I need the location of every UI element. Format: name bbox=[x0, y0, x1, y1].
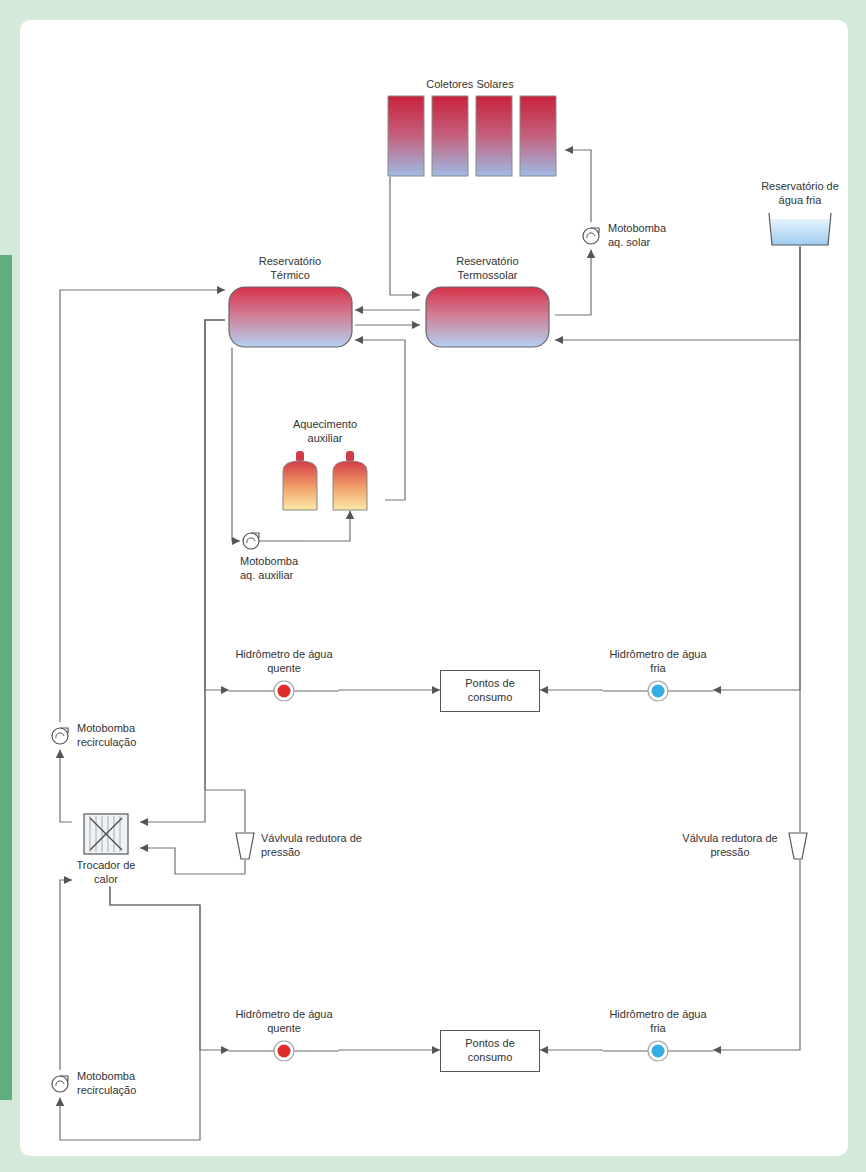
valve-symbol bbox=[235, 832, 255, 860]
pipe-connector bbox=[555, 250, 591, 316]
pipe-connector bbox=[540, 689, 603, 690]
hf-symbol bbox=[603, 679, 713, 703]
pump-symbol: Motobomba aq. solar bbox=[580, 222, 680, 250]
pipe-connector bbox=[304, 511, 350, 542]
pipe-connector bbox=[60, 880, 72, 1070]
node-label: Reservatório Termossolar bbox=[448, 255, 528, 283]
valve-symbol: Vávlvula redutora de pressão bbox=[235, 832, 375, 860]
node-label: Aquecimento auxiliar bbox=[280, 418, 370, 446]
node-label: Hidrômetro de água fria bbox=[603, 1008, 713, 1036]
pipe-connector bbox=[799, 247, 800, 833]
pipe-connector bbox=[110, 887, 229, 1051]
auxiliary-heater: Aquecimento auxiliar bbox=[265, 418, 385, 511]
pipe-connector bbox=[390, 177, 420, 295]
pipe-connector bbox=[140, 320, 225, 822]
pipe-connector bbox=[540, 1049, 603, 1050]
node-label: Válvula redutora de pressão bbox=[680, 832, 780, 860]
valve-symbol: Válvula redutora de pressão bbox=[680, 832, 810, 860]
pipe-connector bbox=[565, 150, 591, 222]
pipe-connector bbox=[339, 1049, 440, 1050]
thermal-tank: Reservatório Térmico bbox=[225, 255, 355, 348]
node-label: Vávlvula redutora de pressão bbox=[261, 832, 371, 860]
tank-symbol bbox=[425, 286, 550, 348]
node-label: Pontos de consumo bbox=[450, 1037, 530, 1065]
node-label: Motobomba recirculação bbox=[77, 1070, 154, 1098]
hq-symbol bbox=[229, 679, 339, 703]
pipe-connector bbox=[355, 324, 420, 325]
solar-tank: Reservatório Termossolar bbox=[420, 255, 555, 348]
solar-collectors: Coletores Solares bbox=[375, 78, 565, 177]
pipe-connector bbox=[205, 320, 229, 690]
cold-water-meter: Hidrômetro de água fria bbox=[603, 648, 713, 703]
pump-symbol bbox=[49, 1073, 71, 1095]
node-label: Hidrômetro de água fria bbox=[603, 648, 713, 676]
pipe-connector bbox=[355, 309, 420, 310]
node-label: Reservatório de água fria bbox=[753, 180, 848, 208]
hot-water-meter: Hidrômetro de água quente bbox=[229, 1008, 339, 1063]
pipe-connector bbox=[60, 290, 225, 722]
coll-symbol bbox=[380, 95, 560, 177]
node-label: Reservatório Térmico bbox=[250, 255, 330, 283]
pump-symbol: Motobomba recirculação bbox=[49, 1070, 154, 1098]
node-label: Hidrômetro de água quente bbox=[229, 1008, 339, 1036]
hq-symbol bbox=[229, 1039, 339, 1063]
node-label: Pontos de consumo bbox=[450, 677, 530, 705]
cold-water-tank: Reservatório de água fria bbox=[745, 180, 855, 247]
heat-exchanger: Trocador de calor bbox=[72, 812, 140, 887]
node-label: Hidrômetro de água quente bbox=[229, 648, 339, 676]
node-label: Trocador de calor bbox=[74, 859, 138, 887]
hot-water-meter: Hidrômetro de água quente bbox=[229, 648, 339, 703]
tank-symbol bbox=[228, 286, 353, 348]
process-box: Pontos de consumo bbox=[440, 670, 540, 712]
pump-symbol bbox=[580, 225, 602, 247]
node-label: Motobomba aq. solar bbox=[608, 222, 680, 250]
pumpw-symbol bbox=[240, 530, 304, 552]
node-label: Motobomba recirculação bbox=[77, 722, 154, 750]
pipe-connector bbox=[232, 348, 240, 542]
pipe-connector bbox=[555, 247, 800, 341]
pipe-connector bbox=[713, 247, 800, 691]
cold-water-meter: Hidrômetro de água fria bbox=[603, 1008, 713, 1063]
panel bbox=[20, 20, 848, 1156]
node-label: Coletores Solares bbox=[385, 78, 555, 92]
side-strip bbox=[0, 255, 12, 1100]
valve-symbol bbox=[788, 832, 808, 860]
process-box: Pontos de consumo bbox=[440, 1030, 540, 1072]
pipe-connector bbox=[713, 860, 800, 1050]
pump-symbol bbox=[49, 725, 71, 747]
heat-symbol bbox=[270, 449, 380, 511]
pipe-connector bbox=[205, 320, 245, 832]
pipe-connector bbox=[60, 750, 72, 823]
pipe-connector bbox=[60, 887, 200, 1141]
pipe-connector bbox=[140, 848, 245, 874]
hf-symbol bbox=[603, 1039, 713, 1063]
pipe-connector bbox=[339, 689, 440, 690]
hx-symbol bbox=[82, 812, 130, 856]
pump-symbol: Motobomba aq. auxiliar bbox=[240, 530, 304, 583]
wtank-symbol bbox=[768, 211, 832, 247]
pump-symbol: Motobomba recirculação bbox=[49, 722, 154, 750]
node-label: Motobomba aq. auxiliar bbox=[240, 555, 304, 583]
